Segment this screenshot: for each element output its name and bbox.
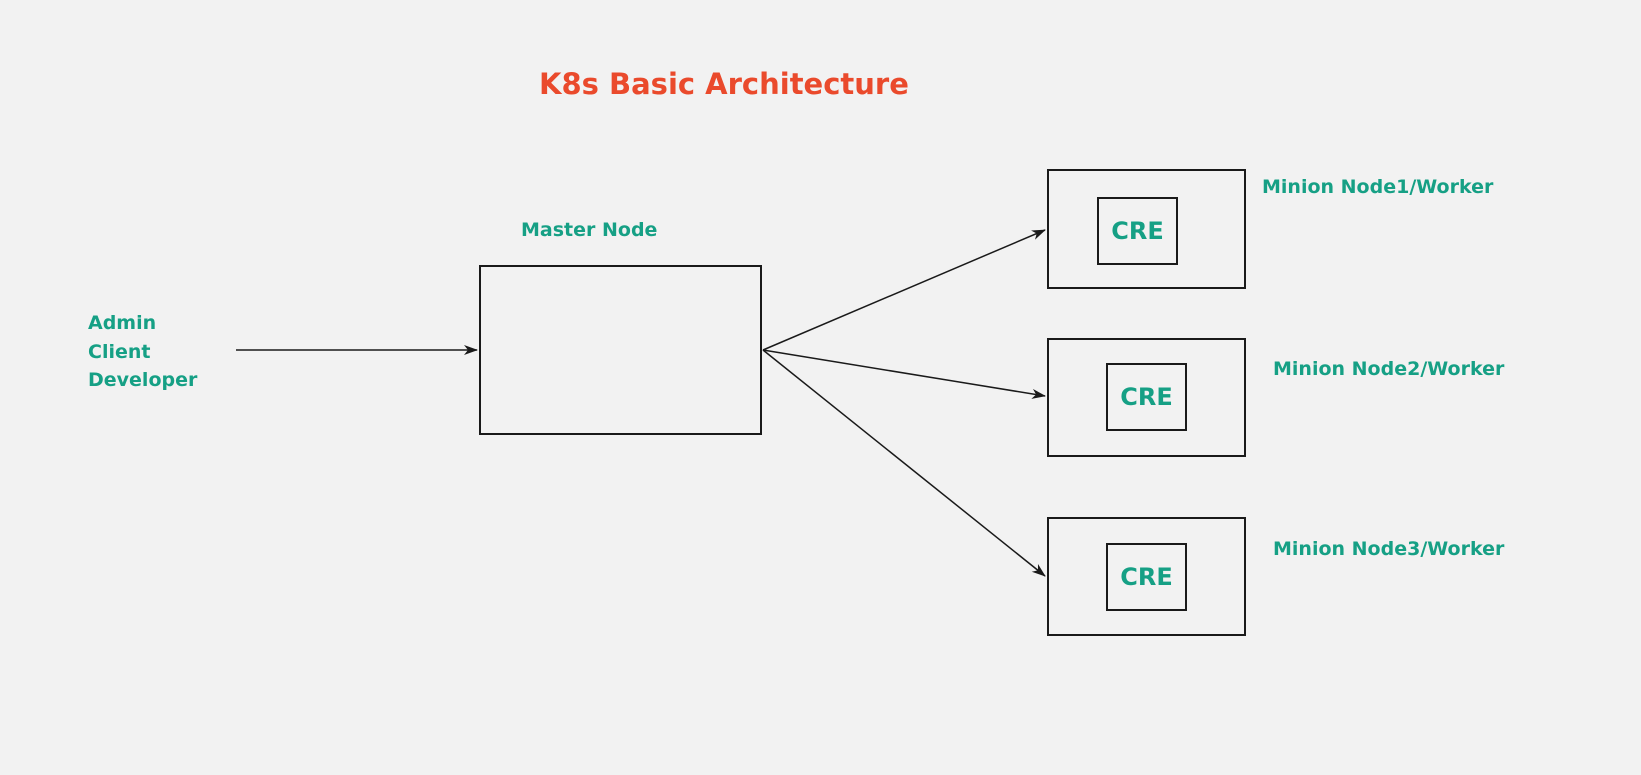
worker-node-3-box [1047, 517, 1246, 636]
diagram-title: K8s Basic Architecture [539, 67, 909, 101]
actor-admin: Admin [88, 312, 157, 334]
worker-node-2-cre: CRE [1106, 363, 1187, 431]
arrow-master-to-worker-2 [762, 349, 1046, 399]
actor-developer: Developer [88, 369, 198, 391]
worker-node-1-label: Minion Node1/Worker [1262, 176, 1494, 198]
worker-node-1-cre: CRE [1097, 197, 1178, 265]
worker-node-3-cre: CRE [1106, 543, 1187, 611]
actors-group: Admin Client Developer [88, 309, 197, 395]
worker-node-3-label: Minion Node3/Worker [1273, 538, 1505, 560]
worker-node-2-box [1047, 338, 1246, 457]
arrow-master-to-worker-3 [762, 349, 1046, 577]
master-node-label: Master Node [521, 219, 658, 241]
worker-node-1-box [1047, 169, 1246, 289]
master-node-box [479, 265, 762, 435]
actor-client: Client [88, 340, 151, 363]
arrow-master-to-worker-1 [762, 229, 1046, 351]
worker-node-2-label: Minion Node2/Worker [1273, 358, 1505, 380]
